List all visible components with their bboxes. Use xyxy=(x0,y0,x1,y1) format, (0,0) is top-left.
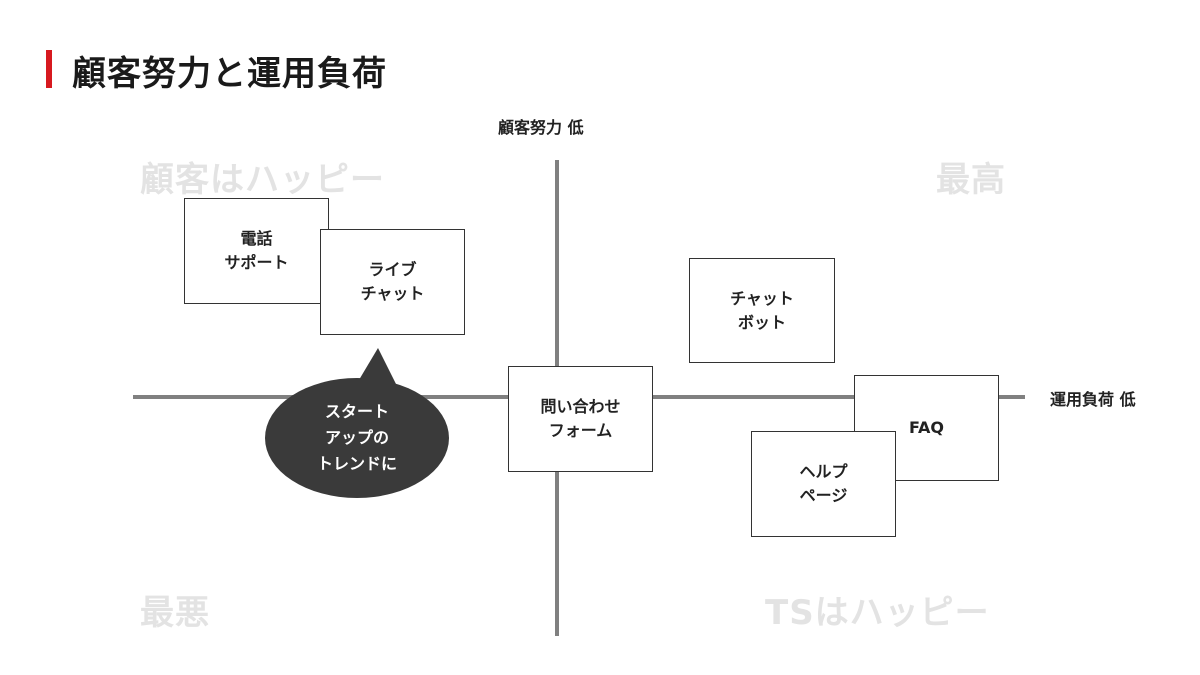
item-box-help-page: ヘルプ ページ xyxy=(751,431,896,537)
quadrant-label-top-left: 顧客はハッピー xyxy=(140,160,385,200)
callout-bubble: スタート アップの トレンドに xyxy=(265,378,449,498)
item-box-chatbot: チャット ボット xyxy=(689,258,835,363)
axis-label-right: 運用負荷 低 xyxy=(1050,390,1136,409)
item-box-inquiry-form: 問い合わせ フォーム xyxy=(508,366,653,472)
item-box-live-chat: ライブ チャット xyxy=(320,229,465,335)
page-title: 顧客努力と運用負荷 xyxy=(72,54,387,94)
quadrant-label-top-right: 最高 xyxy=(936,160,1006,200)
axis-label-top: 顧客努力 低 xyxy=(498,118,584,137)
quadrant-label-bottom-right: TSはハッピー xyxy=(765,593,990,633)
title-accent-bar xyxy=(46,50,52,88)
quadrant-label-bottom-left: 最悪 xyxy=(140,593,210,633)
